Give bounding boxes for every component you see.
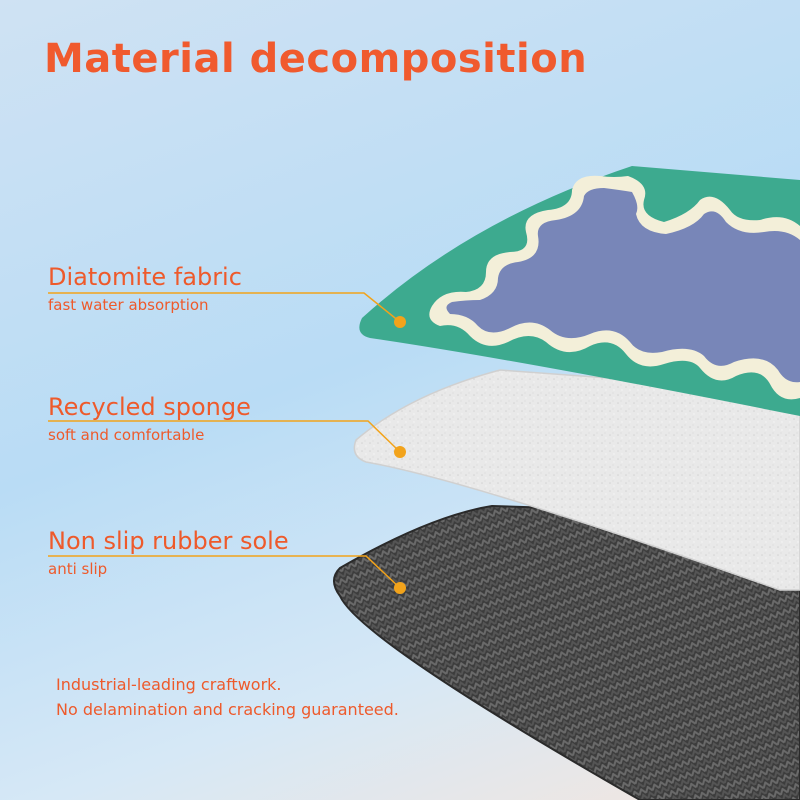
layer-description: soft and comfortable bbox=[48, 426, 205, 444]
layer-label-sponge: Recycled sponge soft and comfortable bbox=[48, 392, 251, 444]
layer-name: Non slip rubber sole bbox=[48, 527, 289, 555]
layer-name: Recycled sponge bbox=[48, 393, 251, 421]
rubber-sole-layer bbox=[333, 504, 800, 800]
footer-line-1: Industrial-leading craftwork. bbox=[56, 675, 282, 694]
footer-line-2: No delamination and cracking guaranteed. bbox=[56, 700, 399, 719]
leader-line-rubber bbox=[48, 555, 406, 594]
layer-description: fast water absorption bbox=[48, 296, 209, 314]
layer-label-rubber: Non slip rubber sole anti slip bbox=[48, 526, 289, 578]
sponge-layer bbox=[353, 369, 800, 591]
page-title: Material decomposition bbox=[44, 36, 588, 82]
layer-description: anti slip bbox=[48, 560, 108, 578]
layer-name: Diatomite fabric bbox=[48, 263, 242, 291]
leader-line-sponge bbox=[48, 420, 406, 458]
leader-line-fabric bbox=[48, 292, 406, 328]
diatomite-fabric-layer bbox=[359, 166, 800, 416]
layer-label-diatomite: Diatomite fabric fast water absorption bbox=[48, 262, 242, 314]
footer-note: Industrial-leading craftwork. No delamin… bbox=[56, 672, 399, 722]
